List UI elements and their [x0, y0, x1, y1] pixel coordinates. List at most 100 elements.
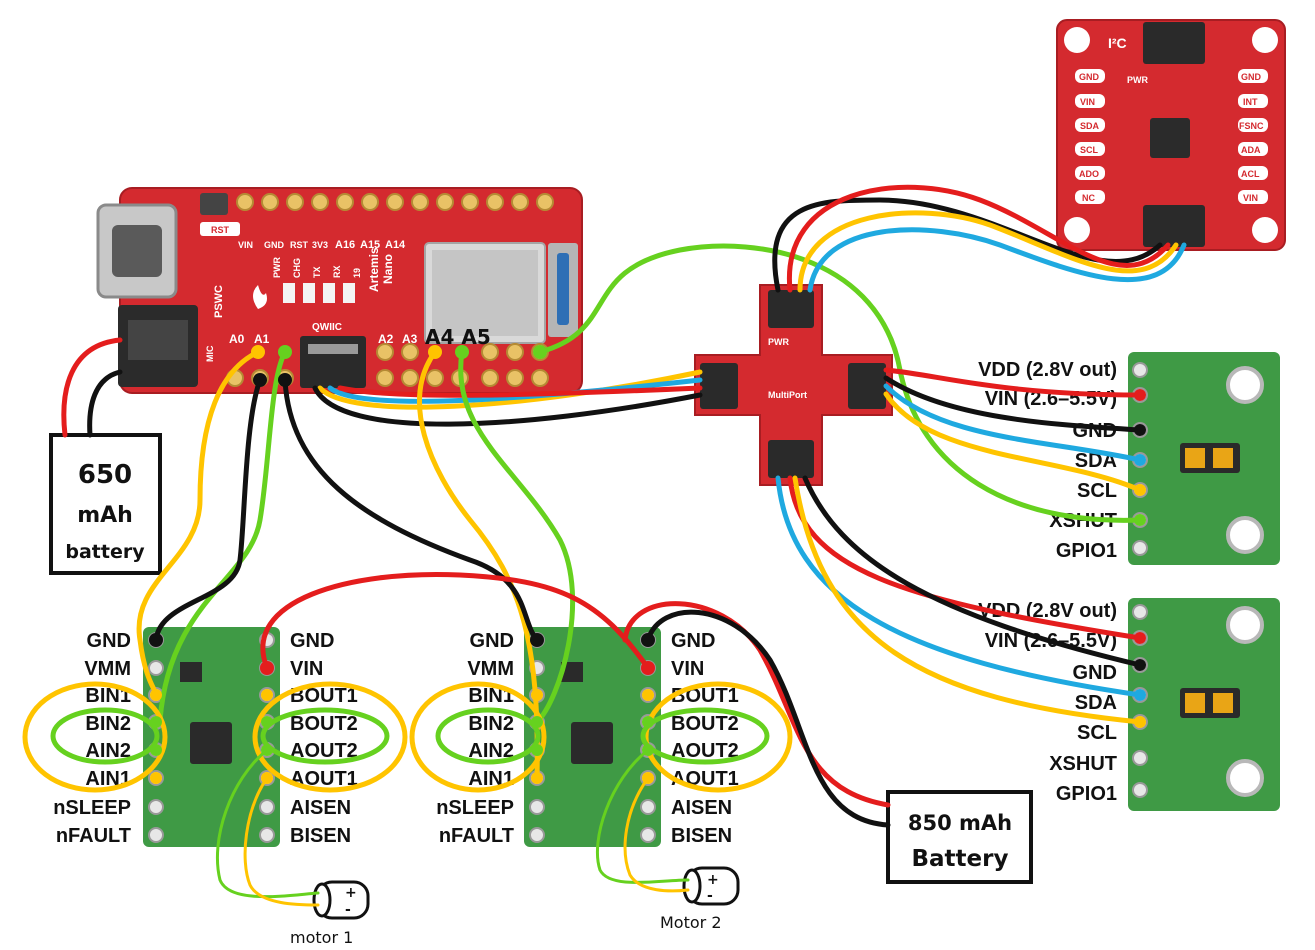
- tof-sensor-1: [1128, 352, 1280, 565]
- bottom-pin-a2: A2: [378, 332, 394, 346]
- battery-650-line3: battery: [65, 541, 145, 563]
- wire-d1-green: [157, 349, 288, 723]
- board-name-line1: Artemis: [367, 247, 381, 292]
- imu-pwr-label: PWR: [1127, 75, 1148, 85]
- wire-motor1-a: [215, 748, 320, 899]
- imu-right-pin-3: FSNC: [1239, 121, 1264, 131]
- top-pin-3v3: 3V3: [312, 240, 328, 250]
- rst-silk: RST: [211, 225, 230, 235]
- imu-chip: [1150, 118, 1190, 158]
- board-name-line2: Nano: [381, 254, 395, 284]
- wire-tof2-black: [802, 475, 1143, 668]
- md1-left-pin-8: nFAULT: [56, 825, 131, 847]
- md2-right-pin-3: BOUT1: [671, 685, 739, 707]
- tof1-pin-scl: SCL: [1077, 480, 1117, 502]
- wire-battery-650-black: [87, 369, 123, 438]
- multiport-name: MultiPort: [768, 390, 807, 400]
- wire-tof2-yellow: [792, 475, 1143, 725]
- driver-chip: [571, 722, 613, 764]
- battery-850-line2: Battery: [912, 846, 1009, 872]
- md1-left-pin-5: AIN2: [85, 740, 131, 762]
- md2-left-pin-7: nSLEEP: [436, 797, 514, 819]
- md1-left-pin-2: VMM: [84, 658, 131, 680]
- bottom-pin-a0: A0: [229, 332, 245, 346]
- imu-board: I²C PWR GND VIN SDA SCL ADO NC GND INT F…: [1056, 19, 1286, 251]
- motor-2-plus: +: [707, 872, 719, 888]
- wire-xshut-green: [537, 243, 1143, 523]
- silk-pswc: PSWC: [213, 285, 225, 318]
- md2-right-pin-5: AOUT2: [671, 740, 739, 762]
- wire-tof1-black: [883, 375, 1143, 433]
- wire-imu-blue: [807, 227, 1187, 293]
- md2-right-pin-1: GND: [671, 630, 715, 652]
- imu-left-pin-4: SCL: [1080, 145, 1099, 155]
- imu-left-pin-3: SDA: [1080, 121, 1100, 131]
- md1-right-pin-1: GND: [290, 630, 334, 652]
- wire-imu-yellow: [797, 210, 1179, 293]
- wire-motor2-b: [623, 776, 690, 893]
- motor-2-minus: -: [707, 888, 713, 904]
- md2-left-pin-5: AIN2: [468, 740, 514, 762]
- top-pin-gnd: GND: [264, 240, 285, 250]
- wire-motor1-b: [243, 776, 320, 907]
- md2-left-pin-1: GND: [470, 630, 514, 652]
- wire-d2-yellow: [417, 349, 540, 781]
- md2-right-pin-7: AISEN: [671, 797, 732, 819]
- wire-d1-vin-red: [260, 571, 651, 671]
- multiport-qwiic-top: [768, 290, 814, 328]
- top-pin-vin: VIN: [238, 240, 253, 250]
- tof1-pin-vdd: VDD (2.8V out): [978, 359, 1117, 381]
- wire-tof1-blue: [883, 383, 1143, 463]
- wire-d1-black: [153, 377, 263, 643]
- wire-d2-gnd-black: [645, 609, 891, 828]
- md1-right-pin-5: AOUT2: [290, 740, 358, 762]
- wire-nano-mp-red: [337, 385, 703, 398]
- md2-left-pin-4: BIN2: [468, 713, 514, 735]
- imu-right-pin-4: ADA: [1241, 145, 1261, 155]
- wire-battery-650-red: [61, 337, 123, 438]
- multiport-pwr-label: PWR: [768, 337, 789, 347]
- multiport-qwiic-left: [700, 363, 738, 409]
- imu-right-pin-1: GND: [1241, 72, 1262, 82]
- motor-1-minus: -: [345, 902, 351, 918]
- top-pin-rst: RST: [290, 240, 309, 250]
- md1-right-pin-3: BOUT1: [290, 685, 358, 707]
- motor-driver-1-labels: GND VMM BIN1 BIN2 AIN2 AIN1 nSLEEP nFAUL…: [53, 630, 358, 847]
- silk-mic: MIC: [205, 345, 215, 362]
- wire-tof1-red: [883, 367, 1143, 398]
- imu-left-pin-1: GND: [1079, 72, 1100, 82]
- md1-left-pin-7: nSLEEP: [53, 797, 131, 819]
- md1-left-pin-1: GND: [87, 630, 131, 652]
- md2-left-pin-3: BIN1: [468, 685, 514, 707]
- loop-d1-out-green: [260, 707, 390, 765]
- tof2-pin-scl: SCL: [1077, 722, 1117, 744]
- loop-d2-green: [435, 707, 541, 765]
- silk-chg: CHG: [292, 258, 302, 278]
- multiport-qwiic-right: [848, 363, 886, 409]
- battery-650-line2: mAh: [77, 503, 133, 528]
- silk-19: 19: [352, 268, 362, 278]
- wire-imu-red: [787, 184, 1171, 293]
- imu-right-pin-2: INT: [1243, 97, 1258, 107]
- driver-chip: [190, 722, 232, 764]
- sparkfun-logo-icon: [253, 285, 267, 309]
- silk-qwiic: QWIIC: [312, 322, 342, 333]
- md2-left-pin-2: VMM: [467, 658, 514, 680]
- top-pin-a14: A14: [385, 239, 406, 251]
- wires: [22, 184, 1187, 907]
- silk-pwr: PWR: [272, 257, 282, 278]
- wire-d1-yellow: [136, 349, 261, 698]
- wire-tof2-blue: [775, 475, 1143, 698]
- tof2-pin-xshut: XSHUT: [1049, 753, 1117, 775]
- motor-2-label: Motor 2: [660, 913, 722, 932]
- imu-qwiic-bottom: [1143, 205, 1205, 247]
- wire-end-markers: [149, 345, 1146, 784]
- handwritten-a4-a5: A4 A5: [425, 325, 491, 349]
- loop-d2-yellow: [409, 681, 547, 793]
- motor-2: + - Motor 2: [660, 866, 740, 932]
- tof1-pin-gpio1: GPIO1: [1056, 540, 1117, 562]
- imu-left-pin-6: NC: [1082, 193, 1095, 203]
- qwiic-connector: [300, 336, 366, 388]
- reset-button: [200, 193, 228, 215]
- md1-right-pin-6: AOUT1: [290, 768, 358, 790]
